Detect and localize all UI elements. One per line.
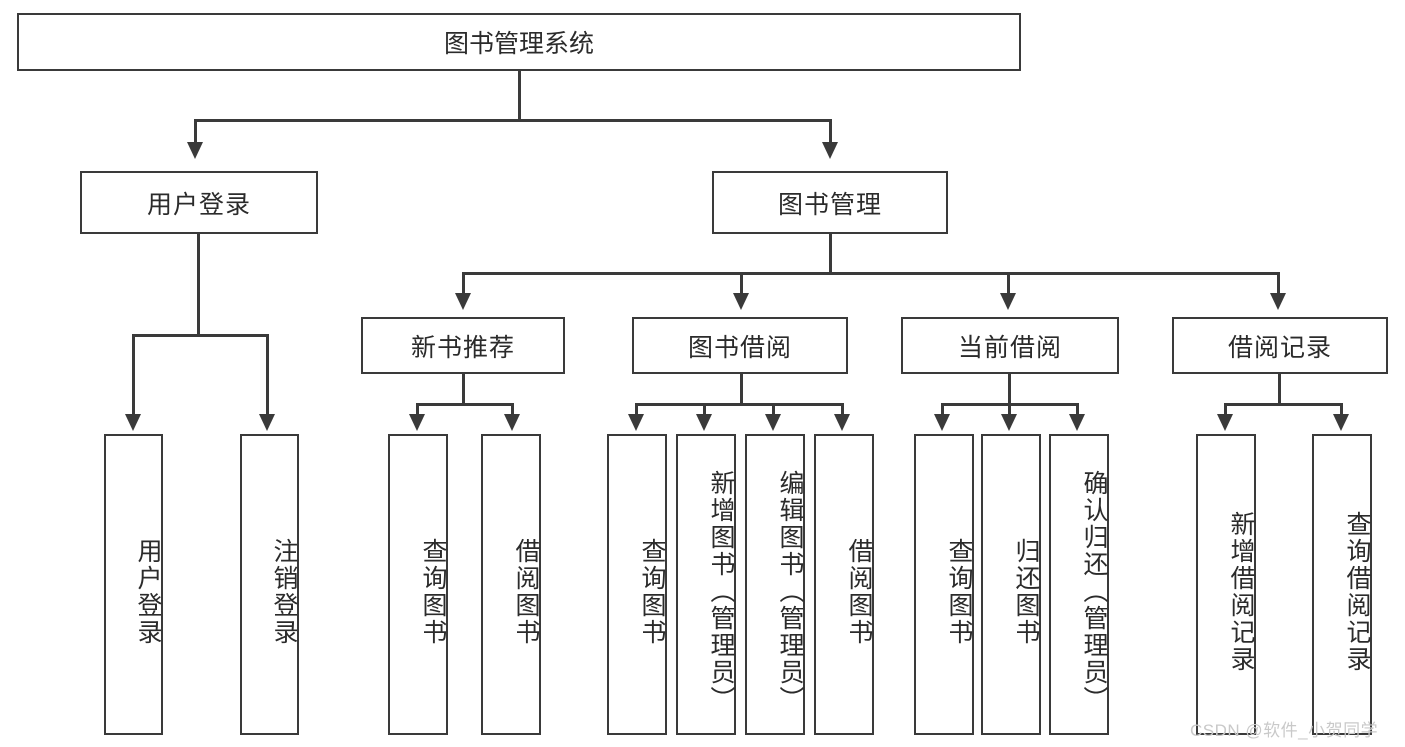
- leaf-user-login-logout[interactable]: 注销登录: [240, 434, 299, 735]
- arrow-to-book-manage: [822, 142, 838, 159]
- connector-book-borrow-drop-2: [703, 403, 706, 416]
- node-borrow-record-label: 借阅记录: [1227, 333, 1332, 362]
- leaf-new-book-query[interactable]: 查询图书: [388, 434, 448, 735]
- connector-root-stem: [518, 71, 521, 121]
- connector-book-borrow-bus: [635, 403, 844, 406]
- connector-current-borrow-drop-2: [1008, 403, 1011, 416]
- arrow-to-leaf-user-login-2: [259, 414, 275, 431]
- leaf-book-borrow-query[interactable]: 查询图书: [607, 434, 667, 735]
- leaf-book-borrow-borrow[interactable]: 借阅图书: [814, 434, 874, 735]
- connector-new-book-drop-1: [416, 403, 419, 416]
- arrow-to-book-borrow: [733, 293, 749, 310]
- leaf-label: 查询图书: [419, 537, 447, 646]
- connector-book-manage-drop-3: [1007, 272, 1010, 295]
- leaf-label: 查询图书: [638, 537, 666, 646]
- arrow-to-leaf-book-borrow-3: [765, 414, 781, 431]
- connector-book-manage-drop-4: [1277, 272, 1280, 295]
- connector-current-borrow-stem: [1008, 374, 1011, 405]
- node-user-login[interactable]: 用户登录: [80, 171, 318, 234]
- connector-book-manage-stem: [829, 234, 832, 274]
- connector-user-login-stem: [197, 234, 200, 336]
- node-user-login-label: 用户登录: [146, 190, 251, 219]
- connector-user-login-drop-1: [132, 334, 135, 416]
- node-root[interactable]: 图书管理系统: [17, 13, 1021, 71]
- arrow-to-leaf-current-borrow-3: [1069, 414, 1085, 431]
- arrow-to-leaf-new-book-1: [409, 414, 425, 431]
- arrow-to-user-login: [187, 142, 203, 159]
- connector-borrow-record-bus: [1224, 403, 1343, 406]
- connector-borrow-record-drop-2: [1340, 403, 1343, 416]
- connector-book-borrow-drop-1: [635, 403, 638, 416]
- leaf-label: 查询图书: [945, 537, 973, 646]
- connector-book-manage-bus: [462, 272, 1280, 275]
- connector-new-book-bus: [416, 403, 514, 406]
- arrow-to-leaf-user-login-1: [125, 414, 141, 431]
- connector-book-borrow-drop-3: [772, 403, 775, 416]
- leaf-label: 查询借阅记录: [1343, 510, 1371, 673]
- leaf-label: 新增借阅记录: [1227, 510, 1255, 673]
- connector-book-borrow-stem: [740, 374, 743, 405]
- connector-user-login-drop-2: [266, 334, 269, 416]
- node-new-book-recommend[interactable]: 新书推荐: [361, 317, 565, 374]
- node-current-borrow[interactable]: 当前借阅: [901, 317, 1119, 374]
- connector-book-manage-drop-1: [462, 272, 465, 295]
- node-borrow-record[interactable]: 借阅记录: [1172, 317, 1388, 374]
- node-current-borrow-label: 当前借阅: [957, 333, 1062, 362]
- leaf-label: 新增图书（管理员）: [707, 470, 735, 713]
- leaf-current-borrow-return[interactable]: 归还图书: [981, 434, 1041, 735]
- leaf-label: 编辑图书（管理员）: [776, 470, 804, 713]
- connector-root-bus: [194, 119, 832, 122]
- leaf-label: 借阅图书: [845, 537, 873, 646]
- node-book-manage-label: 图书管理: [777, 190, 882, 219]
- arrow-to-leaf-book-borrow-4: [834, 414, 850, 431]
- leaf-borrow-record-add[interactable]: 新增借阅记录: [1196, 434, 1256, 735]
- leaf-new-book-borrow[interactable]: 借阅图书: [481, 434, 541, 735]
- connector-new-book-stem: [462, 374, 465, 405]
- node-book-borrow-label: 图书借阅: [687, 333, 792, 362]
- arrow-to-leaf-borrow-record-1: [1217, 414, 1233, 431]
- connector-book-manage-drop-2: [740, 272, 743, 295]
- node-new-book-recommend-label: 新书推荐: [410, 333, 515, 362]
- connector-root-bus-left-drop: [194, 119, 197, 144]
- connector-root-bus-right-drop: [829, 119, 832, 144]
- node-root-label: 图书管理系统: [443, 30, 594, 58]
- leaf-user-login-login[interactable]: 用户登录: [104, 434, 163, 735]
- watermark-text: CSDN @软件_小贺同学: [1190, 721, 1379, 740]
- node-book-manage[interactable]: 图书管理: [712, 171, 948, 234]
- leaf-book-borrow-add[interactable]: 新增图书（管理员）: [676, 434, 736, 735]
- leaf-current-borrow-confirm[interactable]: 确认归还（管理员）: [1049, 434, 1109, 735]
- arrow-to-leaf-current-borrow-2: [1001, 414, 1017, 431]
- arrow-to-leaf-book-borrow-1: [628, 414, 644, 431]
- arrow-to-borrow-record: [1270, 293, 1286, 310]
- leaf-label: 注销登录: [270, 537, 298, 646]
- leaf-borrow-record-query[interactable]: 查询借阅记录: [1312, 434, 1372, 735]
- leaf-label: 用户登录: [134, 537, 162, 646]
- arrow-to-leaf-borrow-record-2: [1333, 414, 1349, 431]
- connector-user-login-bus: [132, 334, 269, 337]
- leaf-label: 借阅图书: [512, 537, 540, 646]
- connector-borrow-record-stem: [1278, 374, 1281, 405]
- arrow-to-current-borrow: [1000, 293, 1016, 310]
- leaf-label: 确认归还（管理员）: [1080, 470, 1108, 713]
- arrow-to-leaf-new-book-2: [504, 414, 520, 431]
- leaf-current-borrow-query[interactable]: 查询图书: [914, 434, 974, 735]
- node-book-borrow[interactable]: 图书借阅: [632, 317, 848, 374]
- arrow-to-leaf-current-borrow-1: [934, 414, 950, 431]
- connector-book-borrow-drop-4: [841, 403, 844, 416]
- connector-borrow-record-drop-1: [1224, 403, 1227, 416]
- leaf-book-borrow-edit[interactable]: 编辑图书（管理员）: [745, 434, 805, 735]
- arrow-to-leaf-book-borrow-2: [696, 414, 712, 431]
- connector-new-book-drop-2: [511, 403, 514, 416]
- leaf-label: 归还图书: [1012, 537, 1040, 646]
- arrow-to-new-book-recommend: [455, 293, 471, 310]
- connector-current-borrow-drop-1: [941, 403, 944, 416]
- connector-current-borrow-drop-3: [1076, 403, 1079, 416]
